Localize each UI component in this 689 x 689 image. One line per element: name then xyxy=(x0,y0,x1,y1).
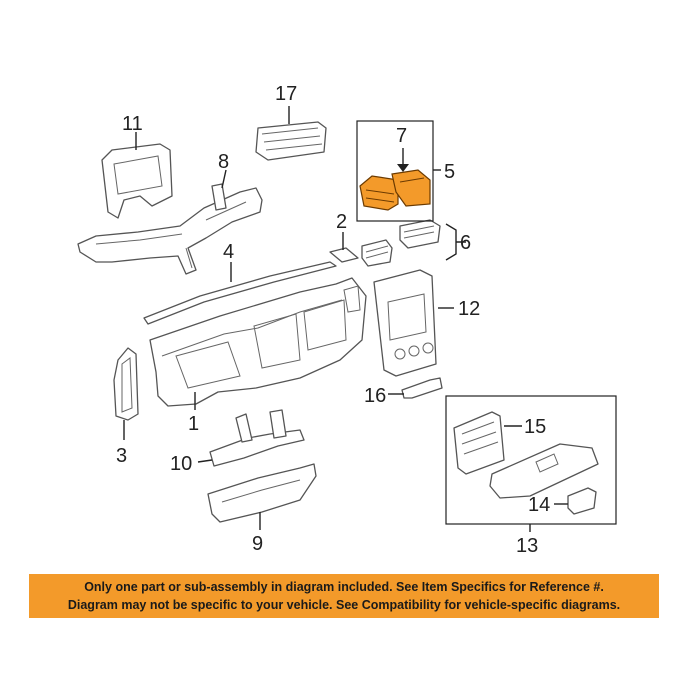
disclaimer-line-2: Diagram may not be specific to your vehi… xyxy=(67,598,621,612)
callout-7: 7 xyxy=(396,125,407,147)
disclaimer-banner: Only one part or sub-assembly in diagram… xyxy=(29,574,659,618)
callout-8: 8 xyxy=(218,151,229,173)
part-6-air-vents xyxy=(361,219,466,267)
callout-4: 4 xyxy=(223,241,234,263)
part-1-instrument-panel xyxy=(149,277,367,410)
part-12-center-bezel xyxy=(373,269,454,377)
callout-6: 6 xyxy=(460,232,471,254)
callout-2: 2 xyxy=(336,211,347,233)
callout-12: 12 xyxy=(458,298,480,320)
part-glove-box-bin xyxy=(489,443,599,499)
part-3-end-cap xyxy=(113,347,139,440)
callout-11: 11 xyxy=(122,113,143,135)
callout-16: 16 xyxy=(364,385,386,407)
part-9-knee-bolster xyxy=(207,463,317,530)
assembly-5-box xyxy=(356,120,434,222)
part-14-latch xyxy=(554,487,597,515)
callout-10: 10 xyxy=(170,453,192,475)
callout-3: 3 xyxy=(116,445,127,467)
callout-1: 1 xyxy=(188,413,199,435)
callout-15: 15 xyxy=(524,416,546,438)
callout-17: 17 xyxy=(275,83,297,105)
part-11-cluster-bezel xyxy=(101,132,173,219)
part-4-defrost-trim xyxy=(143,261,337,325)
part-16-bracket xyxy=(388,377,443,399)
part-8-cross-car-beam xyxy=(77,169,263,275)
part-17-center-vent xyxy=(255,106,327,161)
disclaimer-line-1: Only one part or sub-assembly in diagram… xyxy=(84,580,604,594)
callout-9: 9 xyxy=(252,533,263,555)
callout-14: 14 xyxy=(528,494,550,516)
assembly-13-box xyxy=(445,395,617,525)
callout-5: 5 xyxy=(444,161,455,183)
part-2-trim-piece xyxy=(329,232,359,263)
part-7-highlighted-vent xyxy=(359,169,431,211)
part-15-glove-box-door xyxy=(453,411,522,475)
part-10-lower-brace xyxy=(197,409,305,467)
callout-13: 13 xyxy=(516,535,538,557)
